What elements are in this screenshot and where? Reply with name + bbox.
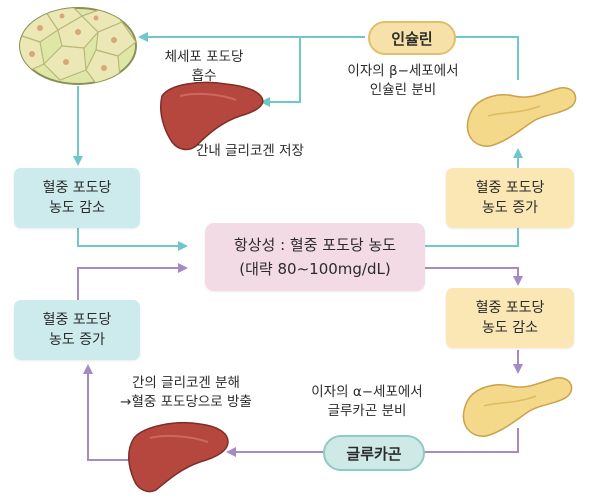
homeostasis-range: (대략 80∼100mg/dL): [239, 260, 391, 278]
label-line: 체세포 포도당: [164, 49, 244, 65]
glucose-increase-box: 혈중 포도당 농도 증가: [446, 168, 574, 228]
pancreas-icon: [466, 87, 577, 147]
box-line: 혈중 포도당: [475, 300, 545, 316]
box-line: 혈중 포도당: [475, 180, 545, 196]
glucose-decrease-box: 혈중 포도당 농도 감소: [14, 168, 140, 228]
insulin-label: 인슐린: [368, 21, 456, 55]
liver-release-label: 간의 글리코겐 분해 →혈중 포도당으로 방출: [104, 374, 268, 412]
label-line: 간의 글리코겐 분해: [132, 375, 240, 391]
cell-absorption-label: 체세포 포도당 흡수: [150, 48, 258, 86]
beta-cell-label: 이자의 β−세포에서 인슐린 분비: [338, 62, 468, 100]
label-line: 글루카곤 분비: [327, 403, 407, 419]
homeostasis-box: 항상성 : 혈중 포도당 농도 (대략 80∼100mg/dL): [205, 223, 425, 291]
insulin-pathway-arrows: [73, 32, 523, 251]
body-cells-icon: [19, 7, 137, 85]
glucose-decrease-box: 혈중 포도당 농도 감소: [446, 288, 574, 348]
label-line: →혈중 포도당으로 방출: [120, 394, 252, 410]
label-line: 이자의 α−세포에서: [311, 384, 423, 400]
glucagon-pathway-arrows: [77, 263, 523, 461]
box-line: 혈중 포도당: [42, 180, 112, 196]
alpha-cell-label: 이자의 α−세포에서 글루카곤 분비: [292, 383, 442, 421]
glucagon-text: 글루카곤: [346, 444, 402, 463]
label-line: 이자의 β−세포에서: [347, 63, 459, 79]
pancreas-icon: [462, 377, 573, 437]
glucose-increase-box: 혈중 포도당 농도 증가: [14, 300, 140, 360]
insulin-text: 인슐린: [391, 29, 433, 48]
box-line: 농도 감소: [482, 320, 538, 336]
box-line: 농도 증가: [482, 200, 538, 216]
box-line: 농도 증가: [49, 332, 105, 348]
homeostasis-title: 항상성 : 혈중 포도당 농도: [233, 236, 397, 254]
box-line: 혈중 포도당: [42, 312, 112, 328]
label-line: 간내 글리코겐 저장: [196, 143, 304, 159]
liver-icon: [160, 81, 264, 151]
label-line: 흡수: [191, 68, 217, 84]
liver-icon: [128, 422, 229, 493]
label-line: 인슐린 분비: [369, 82, 437, 98]
glucagon-label: 글루카곤: [323, 435, 425, 471]
liver-storage-label: 간내 글리코겐 저장: [196, 142, 346, 161]
box-line: 농도 감소: [49, 200, 105, 216]
